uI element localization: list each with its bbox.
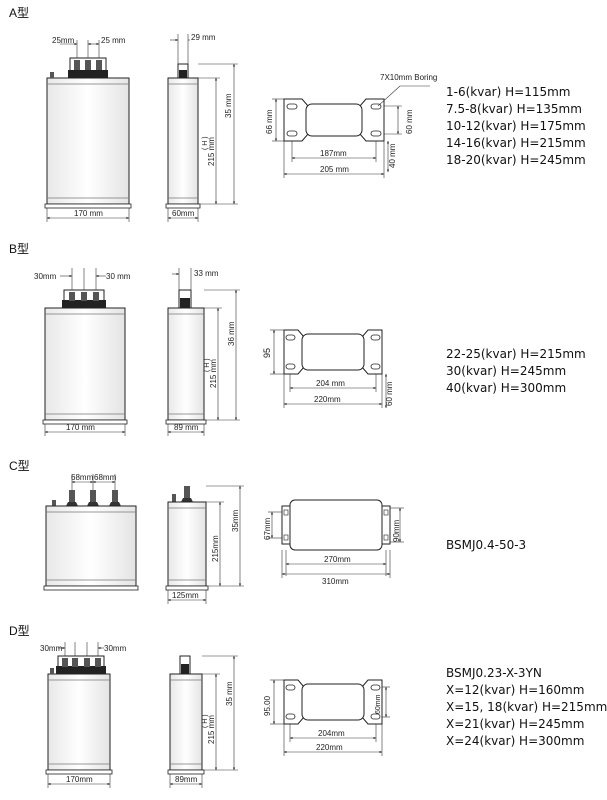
d-top-gap-label: 35 mm (225, 681, 234, 706)
b-h-label: ( H ) (204, 358, 211, 372)
a-side-gap-label: 40 mm (388, 143, 397, 168)
spec-line: BSMJ0.4-50-3 (446, 538, 527, 552)
section-b-base-plate (270, 329, 388, 409)
c-hole-gap-label: 90mm (392, 519, 401, 542)
b-lead-left-label: 30mm (34, 272, 57, 281)
section-b-side-view (165, 268, 240, 436)
b-height-label: 215 mm (209, 359, 218, 388)
a-h-label: ( H ) (202, 136, 209, 150)
d-width-label: 170mm (66, 775, 93, 784)
b-depth-label: 89 mm (174, 423, 199, 432)
spec-line: X=12(kvar) H=160mm (446, 683, 585, 697)
c-hole-pitch-label: 270mm (324, 555, 351, 564)
d-h-label: ( H ) (202, 714, 209, 728)
d-lead-right-label: 30mm (104, 644, 127, 653)
b-base-w-label: 220mm (314, 395, 341, 404)
section-a-label: A型 (9, 6, 30, 20)
spec-line: 18-20(kvar) H=245mm (446, 153, 586, 167)
section-c-label: C型 (9, 459, 30, 473)
section-d-side-view (167, 655, 238, 788)
section-d-label: D型 (9, 624, 30, 638)
b-width-label: 170 mm (66, 423, 95, 432)
d-depth-label: 89mm (175, 775, 198, 784)
section-b-label: B型 (9, 242, 30, 256)
c-top-gap-label: 35mm (231, 509, 240, 532)
c-base-w-label: 310mm (322, 577, 349, 586)
section-d-base-plate (270, 679, 390, 756)
section-b-front-view (42, 268, 128, 436)
a-top-gap-label: 35 mm (224, 93, 233, 118)
a-height-label: 215 mm (207, 137, 216, 166)
d-hole-pitch-label: 204mm (318, 729, 345, 738)
c-lead-left-label: 68mm (71, 473, 94, 482)
spec-line: BSMJ0.23-X-3YN (446, 666, 542, 680)
spec-line: 10-12(kvar) H=175mm (446, 119, 586, 133)
spec-line: 30(kvar) H=245mm (446, 364, 567, 378)
d-lead-left-label: 30mm (40, 644, 63, 653)
spec-line: 40(kvar) H=300mm (446, 381, 567, 395)
a-base-h-label: 66 mm (265, 109, 274, 134)
a-base-w-label: 205 mm (320, 165, 349, 174)
spec-line: 1-6(kvar) H=115mm (446, 85, 571, 99)
spec-line: X=21(kvar) H=245mm (446, 717, 585, 731)
b-hole-gap-label: 60 mm (385, 381, 394, 406)
a-width-label: 170 mm (74, 209, 103, 218)
c-height-label: 215mm (211, 535, 220, 562)
section-a-base-plate (272, 85, 430, 178)
section-c-spec-list: BSMJ0.4-50-3 (446, 537, 526, 554)
section-d-front-view (45, 642, 113, 788)
c-lead-right-label: 68mm (94, 473, 117, 482)
d-hole-gap-label: 60mm (375, 694, 382, 714)
a-depth-label: 60mm (172, 209, 195, 218)
c-base-h-label: 67mm (263, 517, 272, 540)
section-c-front-view (43, 474, 139, 591)
section-a-spec-list: 1-6(kvar) H=115mm 7.5-8(kvar) H=135mm 10… (446, 84, 586, 169)
b-base-h-label: 95 (262, 348, 272, 358)
b-hole-pitch-label: 204 mm (316, 379, 345, 388)
a-boring-label: 7X10mm Boring (380, 73, 437, 82)
a-lead-right-label: 25 mm (101, 36, 126, 45)
c-depth-label: 125mm (172, 591, 199, 600)
a-hole-gap-label: 60 mm (405, 109, 414, 134)
section-d-spec-list: BSMJ0.23-X-3YN X=12(kvar) H=160mm X=15, … (446, 665, 607, 750)
a-lead-left-label: 25mm (52, 36, 75, 45)
spec-line: 7.5-8(kvar) H=135mm (446, 102, 582, 116)
spec-line: X=24(kvar) H=300mm (446, 734, 585, 748)
b-lead-side-label: 33 mm (194, 269, 219, 278)
a-lead-side-label: 29 mm (191, 33, 216, 42)
section-a-side-view (165, 34, 238, 222)
spec-line: 14-16(kvar) H=215mm (446, 136, 586, 150)
spec-line: X=15, 18(kvar) H=215mm (446, 700, 607, 714)
d-base-w-label: 220mm (316, 743, 343, 752)
spec-line: 22-25(kvar) H=215mm (446, 347, 586, 361)
a-hole-pitch-label: 187mm (320, 149, 347, 158)
d-height-label: 215 mm (207, 715, 216, 744)
section-c-side-view (165, 485, 244, 604)
section-c-base-plate (268, 499, 404, 578)
section-a-front-view (44, 40, 132, 222)
section-b-spec-list: 22-25(kvar) H=215mm 30(kvar) H=245mm 40(… (446, 346, 586, 397)
d-base-h-label: 95.00 (263, 695, 272, 716)
b-top-gap-label: 36 mm (227, 321, 236, 346)
b-lead-right-label: 30 mm (106, 272, 131, 281)
